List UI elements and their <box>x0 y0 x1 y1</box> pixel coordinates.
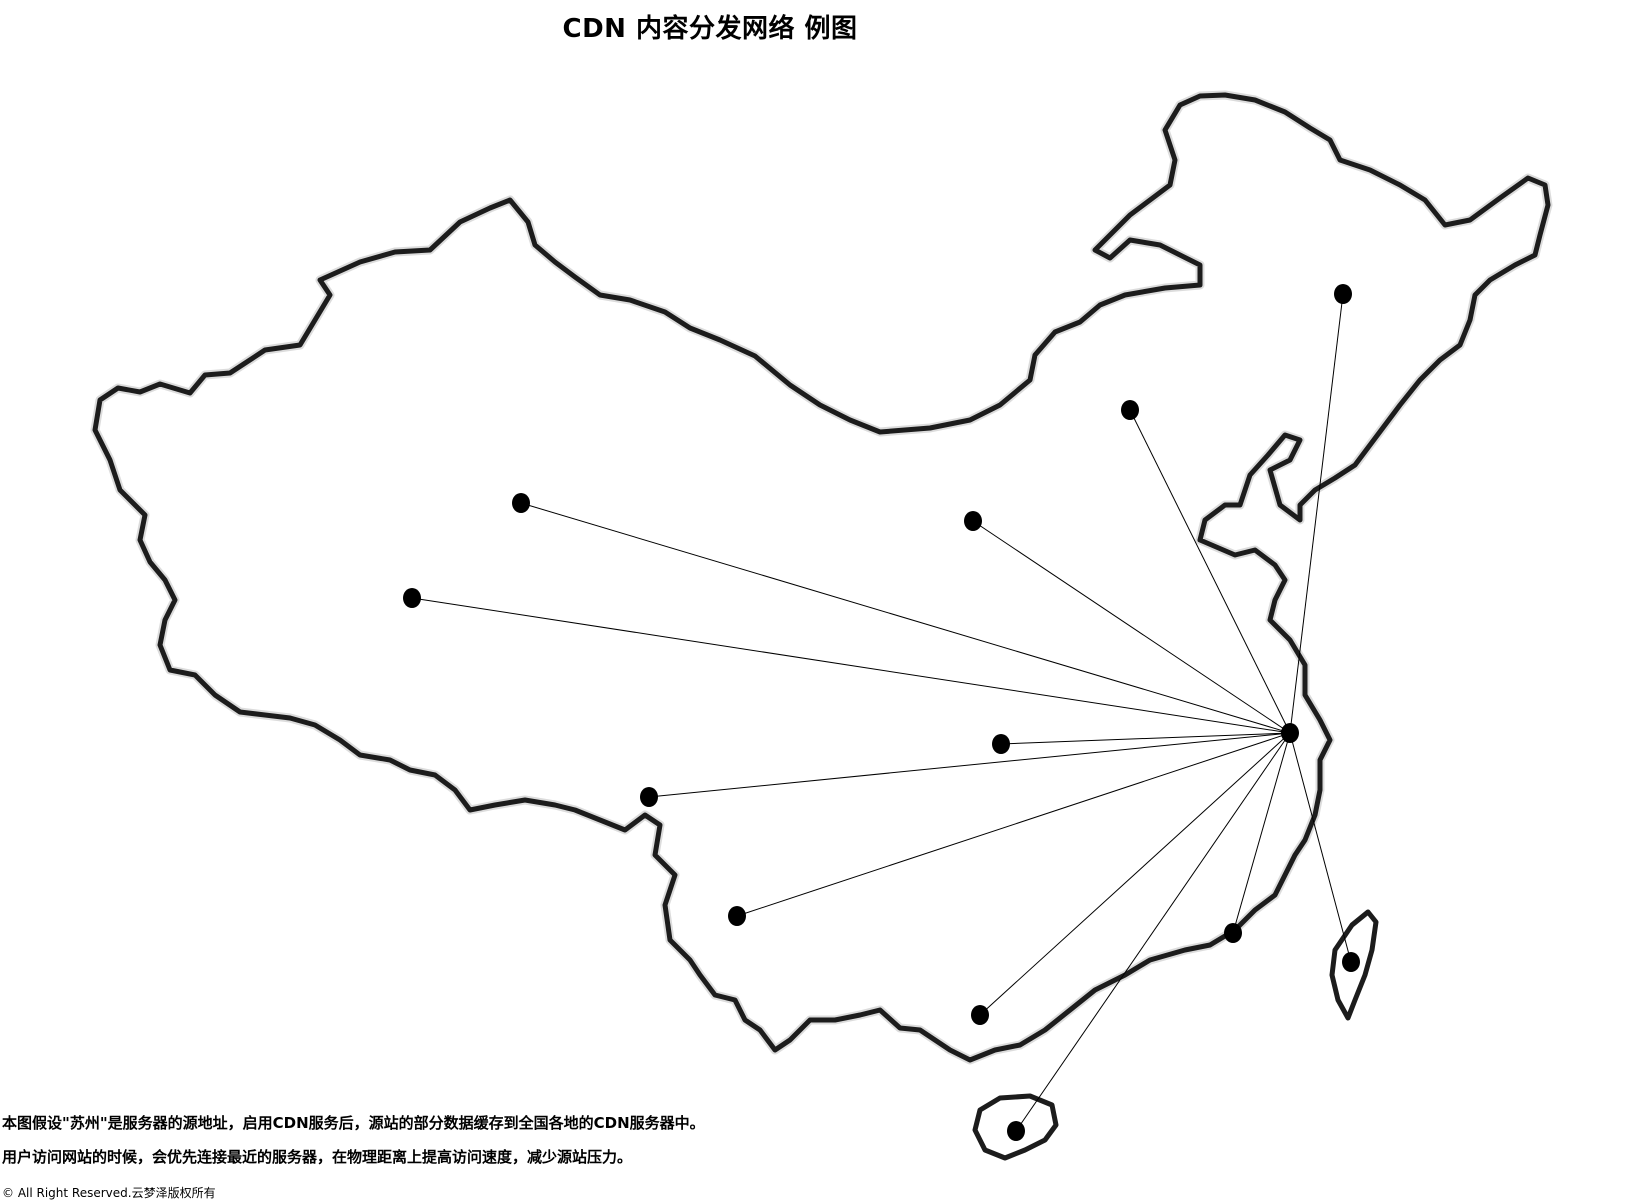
link-node-northwest <box>520 502 1291 734</box>
mainland-border-halo <box>90 90 1553 1065</box>
node-hainan <box>1007 1121 1025 1141</box>
mainland-border <box>92 92 1551 1063</box>
node-fujian <box>1224 923 1242 943</box>
link-node-tibet <box>648 732 1291 798</box>
link-node-fujian <box>1232 732 1291 934</box>
link-node-hainan <box>1015 732 1291 1132</box>
node-southwest <box>728 906 746 926</box>
link-node-northeast <box>1289 293 1344 734</box>
cdn-nodes <box>403 284 1360 1141</box>
link-node-taiwan <box>1289 732 1352 963</box>
description-line-1: 本图假设"苏州"是服务器的源地址，启用CDN服务后，源站的部分数据缓存到全国各地… <box>2 1114 705 1132</box>
cdn-links <box>411 293 1352 1132</box>
link-node-guangxi <box>979 732 1291 1016</box>
node-north-central <box>964 511 982 531</box>
node-guangxi <box>971 1005 989 1025</box>
link-node-xinjiang <box>411 597 1291 734</box>
copyright-text: © All Right Reserved.云梦泽版权所有 <box>2 1186 216 1200</box>
page-title: CDN 内容分发网络 例图 <box>562 14 858 44</box>
taiwan-border <box>1329 909 1379 1021</box>
node-xinjiang <box>403 588 421 608</box>
link-node-north <box>1129 409 1291 734</box>
node-northwest <box>512 493 530 513</box>
node-northeast <box>1334 284 1352 304</box>
node-central <box>992 734 1010 754</box>
hainan-border <box>972 1093 1059 1161</box>
origin-node <box>1281 723 1299 743</box>
description-line-2: 用户访问网站的时候，会优先连接最近的服务器，在物理距离上提高访问速度，减少源站压… <box>2 1148 633 1166</box>
node-tibet <box>640 787 658 807</box>
link-node-central <box>1000 732 1291 745</box>
link-node-north-central <box>972 520 1291 734</box>
node-north <box>1121 400 1139 420</box>
link-node-southwest <box>736 732 1291 917</box>
node-taiwan <box>1342 952 1360 972</box>
